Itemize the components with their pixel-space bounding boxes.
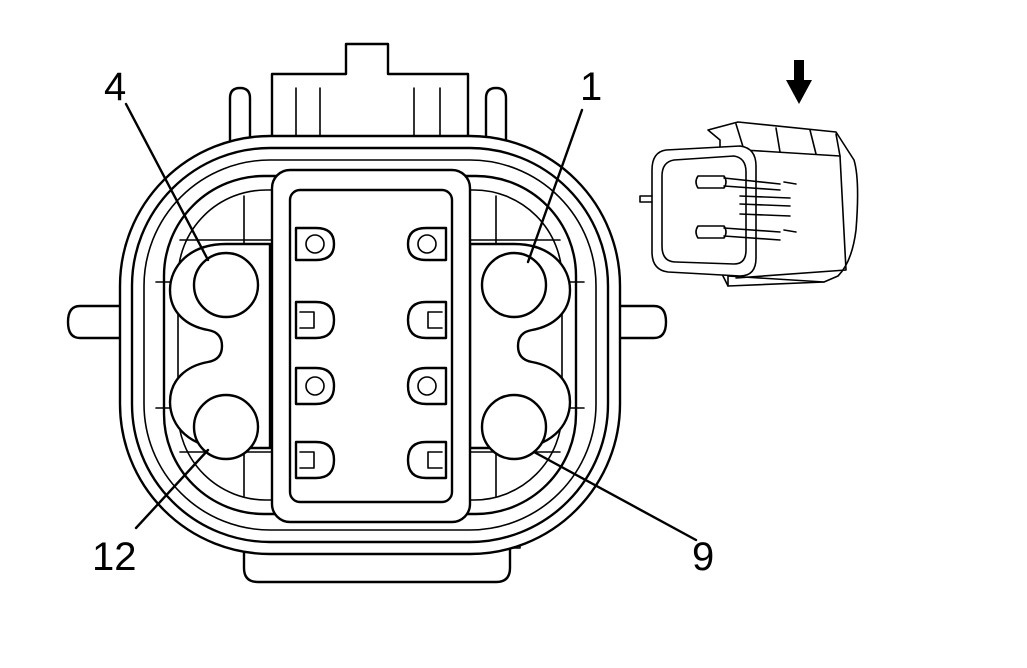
down-arrow-icon: [786, 60, 812, 104]
right-small-terminals: [406, 226, 448, 480]
leader-pin-9: [532, 450, 698, 542]
leader-pin-12: [134, 448, 210, 530]
cavity-12: [192, 393, 260, 461]
connector-face: [66, 42, 668, 584]
leader-pin-1: [526, 108, 584, 264]
connector-perspective-icon: [639, 121, 859, 287]
callout-pin-12: 12: [92, 535, 137, 579]
callout-leaders: [124, 102, 698, 542]
cavity-1: [480, 251, 548, 319]
leader-pin-4: [124, 102, 210, 262]
callout-pin-1: 1: [580, 65, 602, 109]
callout-pin-4: 4: [104, 65, 126, 109]
terminal-window-inner: [288, 188, 454, 504]
cavity-4: [192, 251, 260, 319]
cavity-9: [480, 393, 548, 461]
callout-pin-9: 9: [692, 535, 714, 579]
left-small-terminals: [294, 226, 336, 480]
